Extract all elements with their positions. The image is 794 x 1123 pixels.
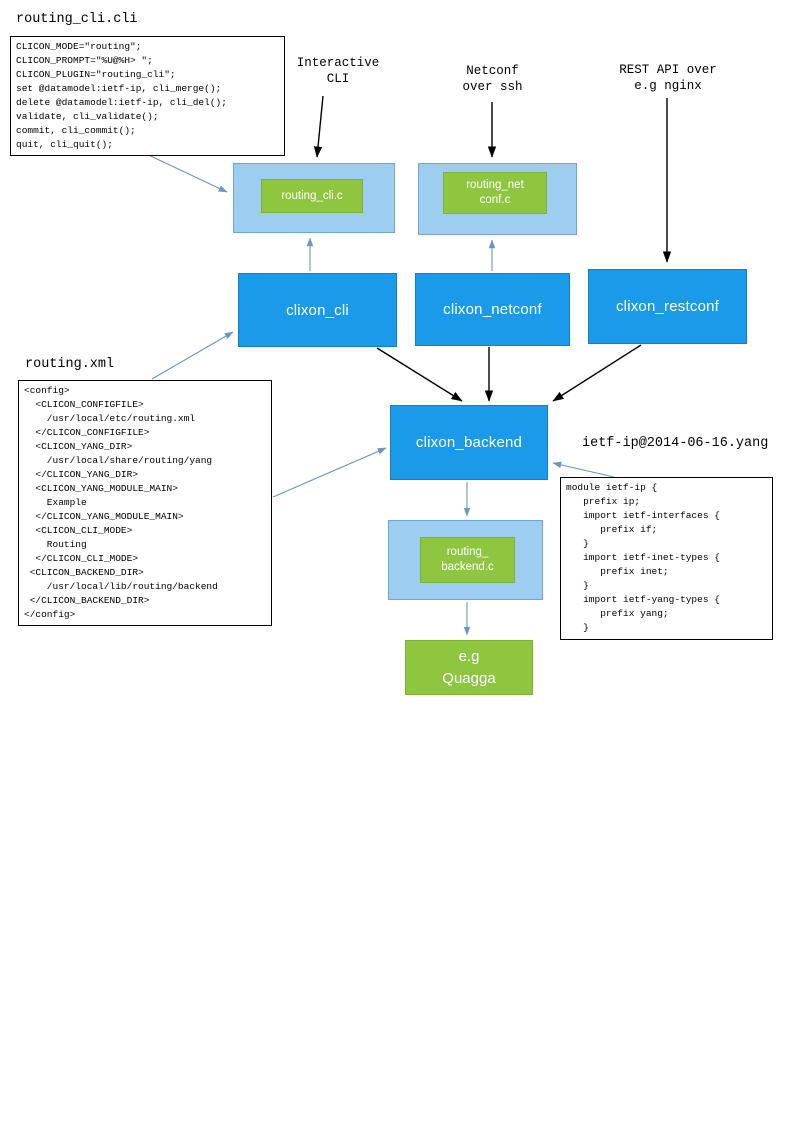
routing-cli-c-node: routing_cli.c <box>261 179 363 213</box>
ietf-yang-file-label: ietf-ip@2014-06-16.yang <box>582 436 769 451</box>
routing-cli-file-label: routing_cli.cli <box>16 12 138 27</box>
clixon-backend-node: clixon_backend <box>390 405 548 480</box>
clixon-cli-node: clixon_cli <box>238 273 397 347</box>
arrow-yang-module-to-backend <box>552 461 615 478</box>
arrow-xml-config-to-clixon-cli <box>151 331 234 380</box>
arrow-xml-config-to-backend <box>272 447 387 498</box>
arrow-clixon-restconf-to-backend <box>552 344 642 402</box>
rest-api-label: REST API over e.g nginx <box>619 63 717 93</box>
routing-backend-c-node: routing_ backend.c <box>420 537 515 583</box>
routing-cli-code-box: CLICON_MODE="routing"; CLICON_PROMPT="%U… <box>10 36 285 156</box>
quagga-node: e.g Quagga <box>405 640 533 695</box>
clixon-restconf-node: clixon_restconf <box>588 269 747 344</box>
arrow-clixon-cli-to-backend <box>376 347 463 402</box>
netconf-over-ssh-label: Netconf over ssh <box>462 64 523 94</box>
routing-xml-file-label: routing.xml <box>25 357 115 372</box>
ietf-yang-code-box: module ietf-ip { prefix ip; import ietf-… <box>560 477 773 640</box>
arrow-interactive-cli-to-routing-cli-c <box>313 95 324 158</box>
routing-netconf-c-node: routing_net conf.c <box>443 172 547 214</box>
clixon-netconf-node: clixon_netconf <box>415 273 570 346</box>
routing-xml-code-box: <config> <CLICON_CONFIGFILE> /usr/local/… <box>18 380 272 626</box>
arrow-cli-code-to-routing-cli-c <box>139 150 228 193</box>
interactive-cli-label: Interactive CLI <box>296 56 380 86</box>
